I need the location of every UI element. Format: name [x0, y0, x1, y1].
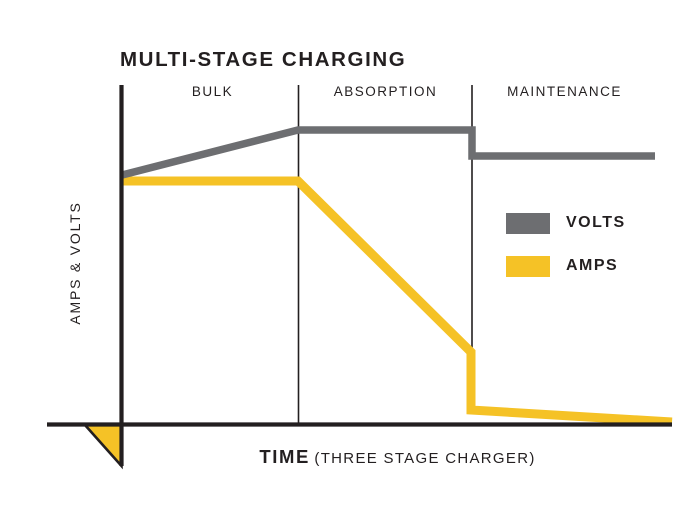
stage-label-maintenance: MAINTENANCE — [507, 84, 622, 99]
legend: VOLTS AMPS — [506, 210, 626, 296]
x-axis-label: TIME (THREE STAGE CHARGER) — [120, 446, 675, 468]
page-title: MULTI-STAGE CHARGING — [120, 48, 407, 71]
legend-item-volts: VOLTS — [506, 210, 626, 236]
legend-item-amps: AMPS — [506, 253, 626, 279]
legend-label-volts: VOLTS — [566, 214, 626, 231]
legend-label-amps: AMPS — [566, 257, 619, 274]
legend-swatch-amps — [506, 255, 550, 277]
x-axis-label-main: TIME — [259, 446, 310, 467]
x-axis-label-sub: (THREE STAGE CHARGER) — [314, 450, 536, 467]
series-line-amps — [122, 176, 673, 427]
y-axis-label: AMPS & VOLTS — [67, 201, 83, 325]
stage-label-absorption: ABSORPTION — [333, 84, 438, 99]
origin-triangle-icon — [82, 423, 123, 470]
stage-label-bulk: BULK — [191, 84, 234, 99]
legend-swatch-volts — [506, 212, 550, 234]
series-line-volts — [121, 126, 655, 179]
